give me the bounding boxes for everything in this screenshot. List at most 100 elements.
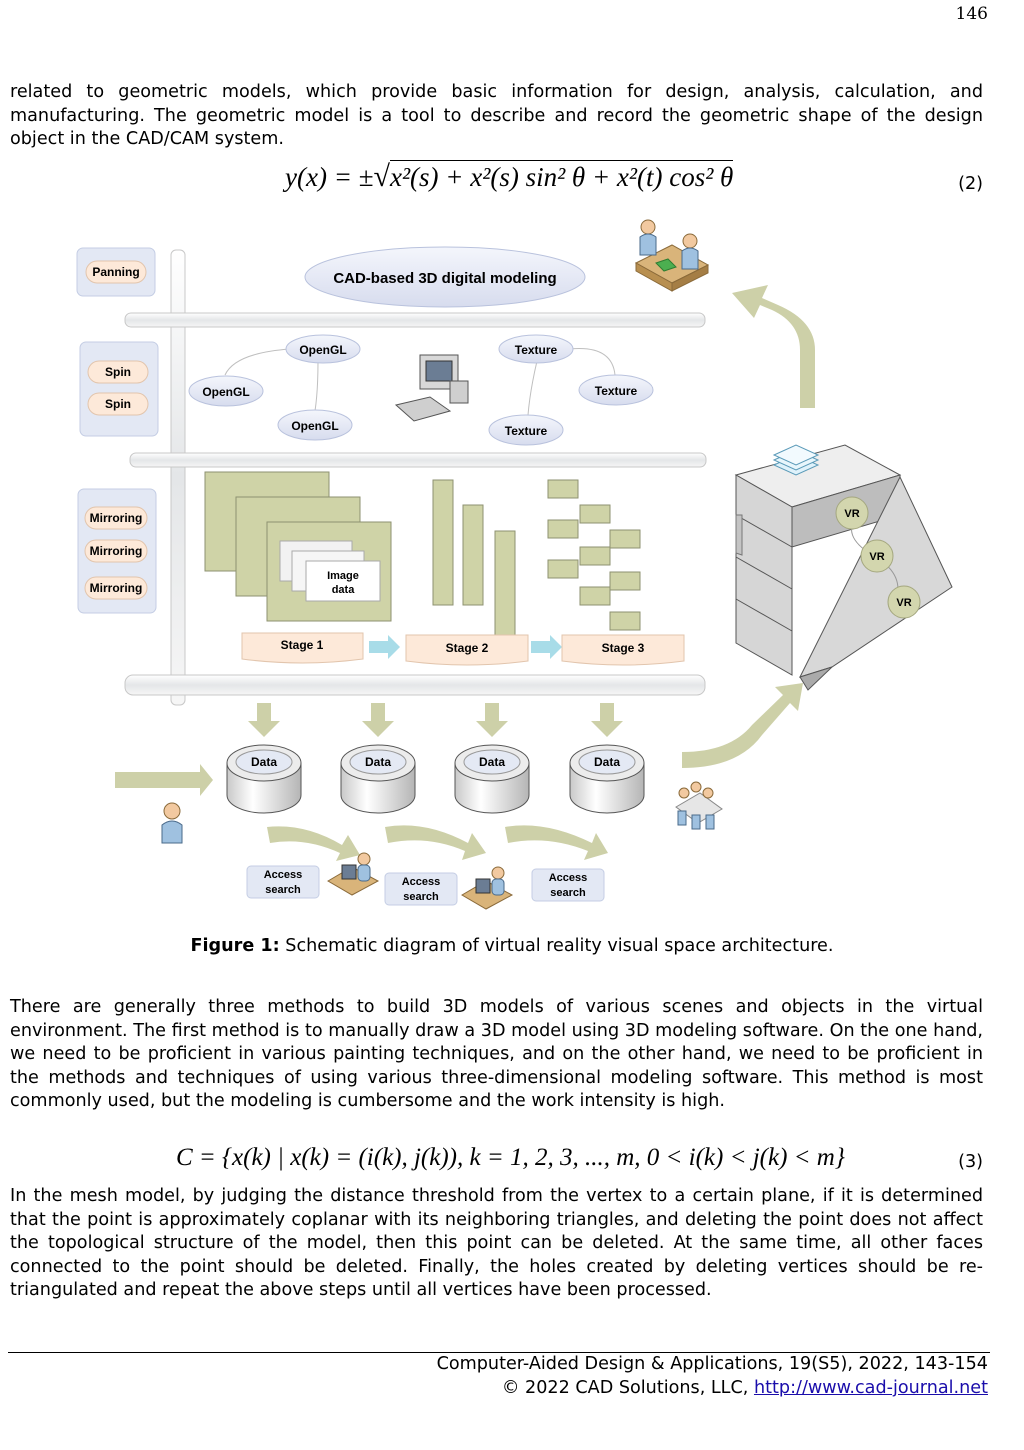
mirroring-chip-3 <box>84 576 148 600</box>
data-label-4: Data <box>594 755 620 769</box>
equation-2-radicand: x²(s) + x²(s) sin² θ + x²(t) cos² θ <box>389 160 734 192</box>
opengl-oval-1 <box>285 334 361 364</box>
paragraph-1: related to geometric models, which provi… <box>10 82 983 149</box>
user-icon <box>161 802 183 844</box>
desk-user-icon-1 <box>327 852 380 896</box>
access-box-3 <box>531 868 605 902</box>
figure-1: Panning Spin Spin Mirroring Mirroring Mi… <box>0 215 1024 925</box>
vr-label-1: VR <box>844 508 859 520</box>
texture-oval-1 <box>498 334 574 364</box>
meeting-group-icon <box>675 781 723 830</box>
desk-user-icon-2 <box>461 866 514 910</box>
spin-label-1: Spin <box>105 365 131 379</box>
journal-website-link[interactable]: http://www.cad-journal.net <box>753 1378 988 1398</box>
stage-2-bar <box>405 634 529 666</box>
opengl-label-2: OpenGL <box>202 385 249 399</box>
mirroring-label-1: Mirroring <box>90 511 143 525</box>
data-cylinders <box>226 744 645 814</box>
pipe-2 <box>129 452 707 468</box>
pipe-1 <box>124 312 706 328</box>
architecture-diagram: Panning Spin Spin Mirroring Mirroring Mi… <box>76 219 953 910</box>
equation-2-number: (2) <box>958 174 983 194</box>
mirroring-chip-1 <box>84 506 148 530</box>
stage-arrow-1 <box>369 635 400 659</box>
vr-node-1 <box>835 496 869 530</box>
opengl-connectors <box>224 348 319 412</box>
opengl-label-3: OpenGL <box>291 419 338 433</box>
vr-label-3: VR <box>896 597 911 609</box>
panning-label: Panning <box>92 265 139 279</box>
stage-3-bar <box>561 634 685 666</box>
stage-1-label: Stage 1 <box>281 638 324 652</box>
access-label-3a: Access <box>549 872 588 884</box>
spin-chip-1 <box>87 360 149 384</box>
footer-copyright-text: © 2022 CAD Solutions, LLC, <box>501 1378 754 1398</box>
texture-oval-3 <box>488 414 564 446</box>
computer-icon <box>394 354 469 422</box>
stage-1-bar <box>241 632 364 664</box>
vertical-pipe <box>170 249 186 706</box>
texture-oval-2 <box>578 374 654 406</box>
texture-label-2: Texture <box>595 384 638 398</box>
stage-2-label: Stage 2 <box>446 641 489 655</box>
stage-2-columns <box>432 479 516 636</box>
vr-label-2: VR <box>869 551 884 563</box>
access-label-2a: Access <box>402 876 441 888</box>
title-oval <box>304 246 586 308</box>
stage-1-images <box>204 471 392 622</box>
page-number: 146 <box>955 4 988 24</box>
to-meeting-arrow <box>732 285 815 408</box>
mirroring-chip-2 <box>84 539 148 563</box>
access-label-2b: search <box>403 891 439 903</box>
equation-2: y(x) = ±√x²(s) + x²(s) sin² θ + x²(t) co… <box>0 160 1024 200</box>
opengl-label-1: OpenGL <box>299 343 346 357</box>
texture-connectors <box>527 348 616 416</box>
opengl-oval-3 <box>277 409 353 441</box>
to-server-arrow <box>682 683 803 768</box>
data-label-1: Data <box>251 755 277 769</box>
down-arrows <box>248 703 623 737</box>
stage-3-blocks <box>547 479 641 631</box>
spin-label-2: Spin <box>105 397 131 411</box>
spin-panel <box>79 341 159 437</box>
equation-2-lhs: y(x) = ± <box>285 162 374 192</box>
equation-3-formula: C = {x(k) | x(k) = (i(k), j(k)), k = 1, … <box>176 1144 845 1171</box>
image-data-label-1: Image <box>327 570 359 582</box>
paragraph-2: There are generally three methods to bui… <box>10 997 983 1111</box>
vr-node-3 <box>887 585 921 619</box>
opengl-oval-2 <box>188 375 264 407</box>
stage-3-label: Stage 3 <box>602 641 645 655</box>
flow-arrows <box>267 825 608 861</box>
diagram-title: CAD-based 3D digital modeling <box>333 270 556 287</box>
vr-server-tower <box>734 444 953 691</box>
footer-rule <box>8 1352 990 1353</box>
input-arrow <box>115 764 213 796</box>
mirroring-label-3: Mirroring <box>90 581 143 595</box>
vr-node-2 <box>860 539 894 573</box>
texture-label-1: Texture <box>515 343 558 357</box>
meeting-table-icon <box>634 219 710 292</box>
figure-caption: Figure 1: Schematic diagram of virtual r… <box>0 936 1024 956</box>
access-label-1a: Access <box>264 869 303 881</box>
access-label-3b: search <box>550 887 586 899</box>
pipe-3 <box>124 674 706 696</box>
data-label-3: Data <box>479 755 505 769</box>
access-box-1 <box>246 865 320 899</box>
figure-caption-text: Schematic diagram of virtual reality vis… <box>279 936 834 956</box>
spin-chip-2 <box>87 392 149 416</box>
equation-3: C = {x(k) | x(k) = (i(k), j(k)), k = 1, … <box>0 1144 1024 1184</box>
mirroring-label-2: Mirroring <box>90 544 143 558</box>
footer-journal: Computer-Aided Design & Applications, 19… <box>436 1354 988 1374</box>
figure-caption-label: Figure 1: <box>190 936 280 956</box>
access-box-2 <box>384 872 458 906</box>
texture-label-3: Texture <box>505 424 548 438</box>
access-label-1b: search <box>265 884 301 896</box>
data-label-2: Data <box>365 755 391 769</box>
image-data-label-2: data <box>332 584 356 596</box>
paragraph-3: In the mesh model, by judging the distan… <box>10 1186 983 1300</box>
equation-2-formula: y(x) = ±√x²(s) + x²(s) sin² θ + x²(t) co… <box>285 160 734 193</box>
stage-arrow-2 <box>531 635 562 659</box>
footer-copyright: © 2022 CAD Solutions, LLC, http://www.ca… <box>502 1378 988 1398</box>
panning-chip <box>85 260 147 284</box>
equation-3-number: (3) <box>958 1152 983 1172</box>
